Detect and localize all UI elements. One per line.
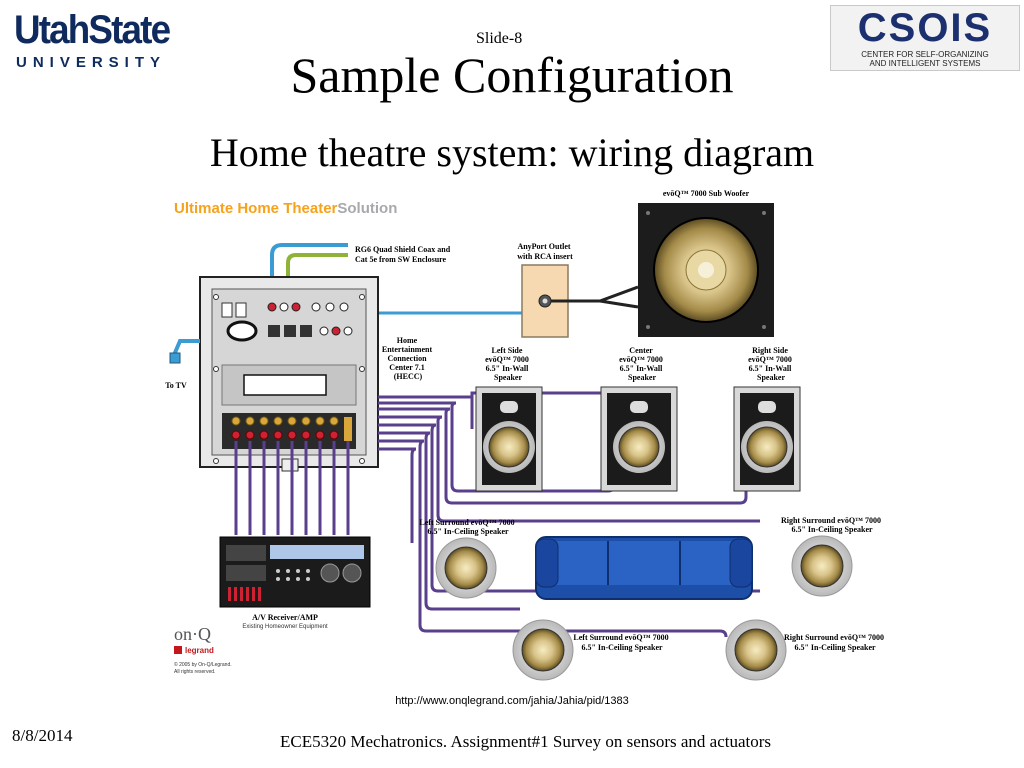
- center-speaker: Center evōQ™ 7000 6.5" In-Wall Speaker: [600, 346, 678, 492]
- wiring-diagram: Ultimate Home TheaterSolution RG6 Quad S…: [165, 189, 886, 681]
- left-surround-top-speaker: [435, 537, 497, 599]
- usu-logo-wordmark: UtahState: [14, 8, 171, 52]
- copyright-text: © 2005 by On-Q/Legrand. All rights reser…: [174, 661, 233, 675]
- right-surround-bottom-speaker: [725, 619, 787, 681]
- diagram-heading-part2: Solution: [337, 200, 397, 217]
- anyport-label: AnyPort Outlet with RCA insert: [517, 242, 573, 261]
- receiver-sublabel: Existing Homeowner Equipment: [242, 624, 328, 630]
- sofa: [535, 536, 753, 600]
- csois-logo-subtitle-1: CENTER FOR SELF-ORGANIZING: [861, 50, 989, 59]
- usu-logo-university: UNIVERSITY: [16, 54, 167, 71]
- left-side-speaker-label: Left Side evōQ™ 7000 6.5" In-Wall Speake…: [485, 346, 531, 382]
- hecc-panel-window: [243, 374, 327, 396]
- diagram-heading: Ultimate Home TheaterSolution: [174, 200, 397, 217]
- tv-connector-icon: [169, 352, 181, 364]
- onq-logo: on·Q: [174, 624, 211, 644]
- csois-logo-subtitle-2: AND INTELLIGENT SYSTEMS: [869, 59, 981, 68]
- csois-logo-wordmark: CSOIS: [857, 6, 993, 50]
- coax-label: RG6 Quad Shield Coax and Cat 5e from SW …: [355, 245, 452, 264]
- left-side-speaker: Left Side evōQ™ 7000 6.5" In-Wall Speake…: [475, 346, 543, 492]
- cat5-cable: [286, 253, 348, 277]
- av-receiver: [219, 536, 371, 608]
- right-surround-bottom-label: Right Surround evōQ™ 7000 6.5" In-Ceilin…: [784, 633, 886, 652]
- slide-subtitle: Home theatre system: wiring diagram: [209, 130, 815, 175]
- usu-logo: UtahState UNIVERSITY: [14, 8, 200, 74]
- footer-date: 8/8/2014: [12, 726, 73, 745]
- slide-title: Sample Configuration: [290, 47, 734, 103]
- speaker-wires: [378, 391, 760, 638]
- tv-cable: [172, 339, 200, 356]
- right-surround-top-label: Right Surround evōQ™ 7000 6.5" In-Ceilin…: [781, 516, 883, 534]
- center-speaker-label: Center evōQ™ 7000 6.5" In-Wall Speaker: [619, 346, 665, 382]
- hecc-label: Home Entertainment Connection Center 7.1…: [382, 336, 434, 381]
- left-surround-bottom-speaker: [512, 619, 574, 681]
- to-tv-label: To TV: [165, 381, 187, 390]
- left-surround-top-label: Left Surround evōQ™ 7000 6.5" In-Ceiling…: [419, 518, 516, 536]
- slide-number: Slide-8: [476, 30, 523, 47]
- receiver-label: A/V Receiver/AMP: [252, 613, 318, 622]
- right-surround-top-speaker: [791, 535, 853, 597]
- hecc-module: [226, 320, 258, 342]
- right-side-speaker-label: Right Side evōQ™ 7000 6.5" In-Wall Speak…: [748, 346, 794, 382]
- legrand-logo-icon: [174, 646, 182, 654]
- diagram-heading-part1: Ultimate Home Theater: [174, 200, 338, 217]
- csois-logo: CSOIS CENTER FOR SELF-ORGANIZING AND INT…: [830, 5, 1020, 71]
- legrand-logo: legrand: [185, 646, 214, 655]
- right-side-speaker: Right Side evōQ™ 7000 6.5" In-Wall Speak…: [733, 346, 801, 492]
- subwoofer-cable: [551, 285, 639, 309]
- subwoofer-label: evōQ™ 7000 Sub Woofer: [663, 189, 750, 198]
- source-url: http://www.onqlegrand.com/jahia/Jahia/pi…: [395, 695, 629, 707]
- footer-course: ECE5320 Mechatronics. Assignment#1 Surve…: [280, 732, 772, 751]
- left-surround-bottom-label: Left Surround evōQ™ 7000 6.5" In-Ceiling…: [573, 633, 670, 652]
- coax-cable: [270, 243, 348, 277]
